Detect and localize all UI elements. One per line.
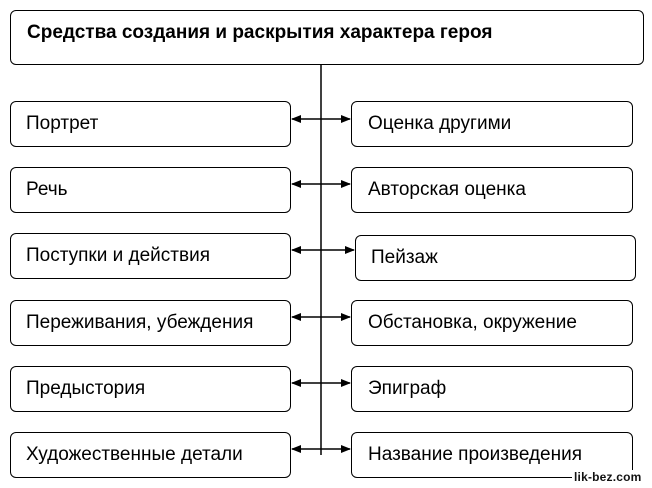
right-box-epigraph: Эпиграф — [351, 366, 633, 412]
left-box-label: Переживания, убеждения — [26, 312, 254, 333]
left-box-actions: Поступки и действия — [10, 233, 291, 279]
title-text: Средства создания и раскрытия характера … — [27, 21, 493, 43]
right-box-label: Пейзаж — [371, 247, 438, 268]
left-box-label: Речь — [26, 179, 68, 200]
left-box-speech: Речь — [10, 167, 291, 213]
right-box-label: Авторская оценка — [368, 179, 526, 200]
left-box-feelings: Переживания, убеждения — [10, 300, 291, 346]
left-box-details: Художественные детали — [10, 432, 291, 478]
right-box-landscape: Пейзаж — [355, 235, 636, 281]
left-box-portrait: Портрет — [10, 101, 291, 147]
right-box-author-assessment: Авторская оценка — [351, 167, 633, 213]
left-box-label: Предыстория — [26, 378, 146, 399]
left-box-label: Художественные детали — [26, 444, 243, 465]
right-box-label: Оценка другими — [368, 113, 512, 134]
left-box-label: Портрет — [26, 113, 99, 134]
watermark: lik-bez.com — [572, 470, 644, 484]
right-box-setting: Обстановка, окружение — [351, 300, 633, 346]
right-box-label: Эпиграф — [368, 378, 447, 399]
left-box-label: Поступки и действия — [26, 245, 210, 266]
right-box-label: Обстановка, окружение — [368, 312, 577, 333]
right-box-others-assessment: Оценка другими — [351, 101, 633, 147]
title-box: Средства создания и раскрытия характера … — [10, 10, 644, 65]
right-box-label: Название произведения — [368, 444, 583, 465]
left-box-backstory: Предыстория — [10, 366, 291, 412]
